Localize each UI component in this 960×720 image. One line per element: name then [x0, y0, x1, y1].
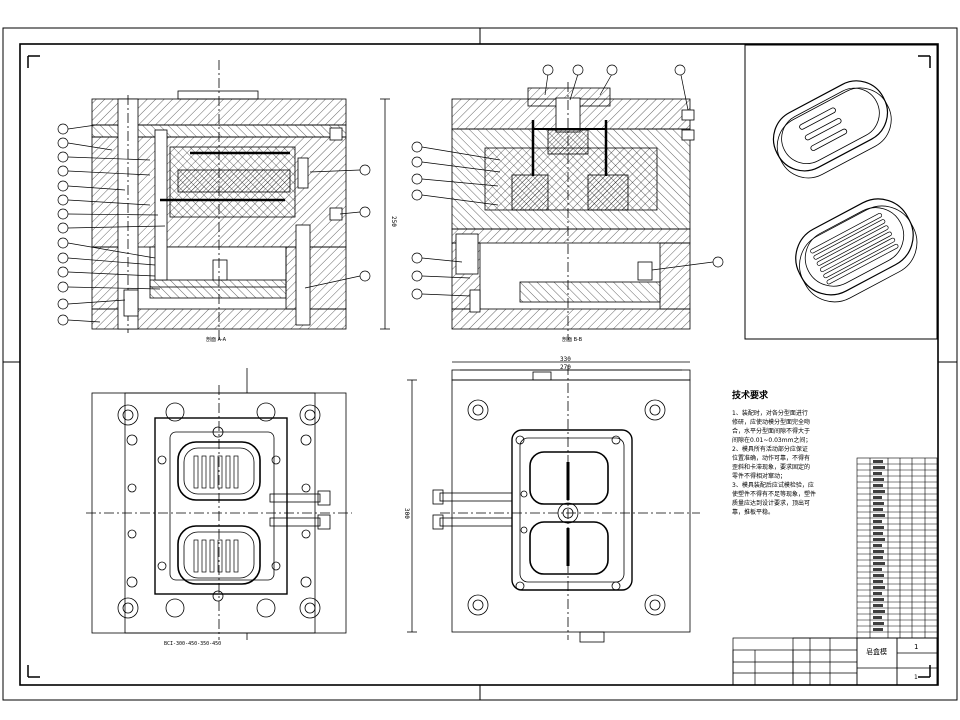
section-label-right: 剖面 B-B — [562, 336, 583, 343]
title-block — [732, 637, 938, 686]
title-block-name: 皂盒模 — [866, 647, 887, 656]
view-note-left: BCI-300-450-350-450 — [164, 641, 221, 647]
part-balloons-left — [57, 123, 371, 326]
section-view-right — [451, 82, 695, 340]
drawing-frame — [2, 27, 958, 701]
tech-line: 1、装配时，对各分型面进行 — [732, 410, 808, 417]
tech-line: 位置准确，动作可靠，不得有 — [732, 455, 811, 462]
height-dimension-left: 250 — [390, 216, 397, 227]
tech-line: 歪斜和卡滞现象，要求固定的 — [732, 464, 811, 471]
tech-line: 修研，应使动模分型面完全吻 — [732, 419, 811, 426]
height-dimension-right: 300 — [403, 508, 410, 519]
title-block-scale: 1 — [914, 643, 918, 651]
technical-requirements: 技术要求 1、装配时，对各分型面进行 修研，应使动模分型面完全吻 合，水平分型面… — [732, 388, 860, 517]
section-view-left — [91, 60, 390, 340]
tech-line: 2、模具所有活动部分应保证 — [732, 446, 808, 453]
part-balloons-right — [411, 64, 724, 300]
tech-line: 靠，推板平稳。 — [732, 509, 775, 516]
tech-line: 零件不得相对窜动； — [732, 473, 787, 480]
tech-line: 质量应达到设计要求，顶出可 — [732, 500, 811, 507]
tech-line: 合，水平分型面间隙不得大于 — [732, 428, 811, 435]
parts-list-table — [856, 457, 938, 639]
tech-line: 使塑件不得有不足等现象，塑件 — [732, 491, 817, 498]
width-dimension-outer: 330 — [560, 356, 571, 363]
width-dimension-inner: 270 — [560, 364, 571, 371]
plan-view-right — [407, 361, 700, 643]
title-block-sheet: 1 — [914, 674, 918, 681]
tech-line: 3、模具装配后应试模检验，应 — [732, 482, 814, 489]
plan-view-left — [86, 368, 352, 640]
section-label-left: 剖面 A-A — [206, 336, 227, 343]
technical-requirements-title: 技术要求 — [732, 391, 769, 401]
part-isometric-panel — [744, 44, 938, 340]
tech-line: 间隙在0.01~0.03mm之间； — [732, 437, 812, 444]
